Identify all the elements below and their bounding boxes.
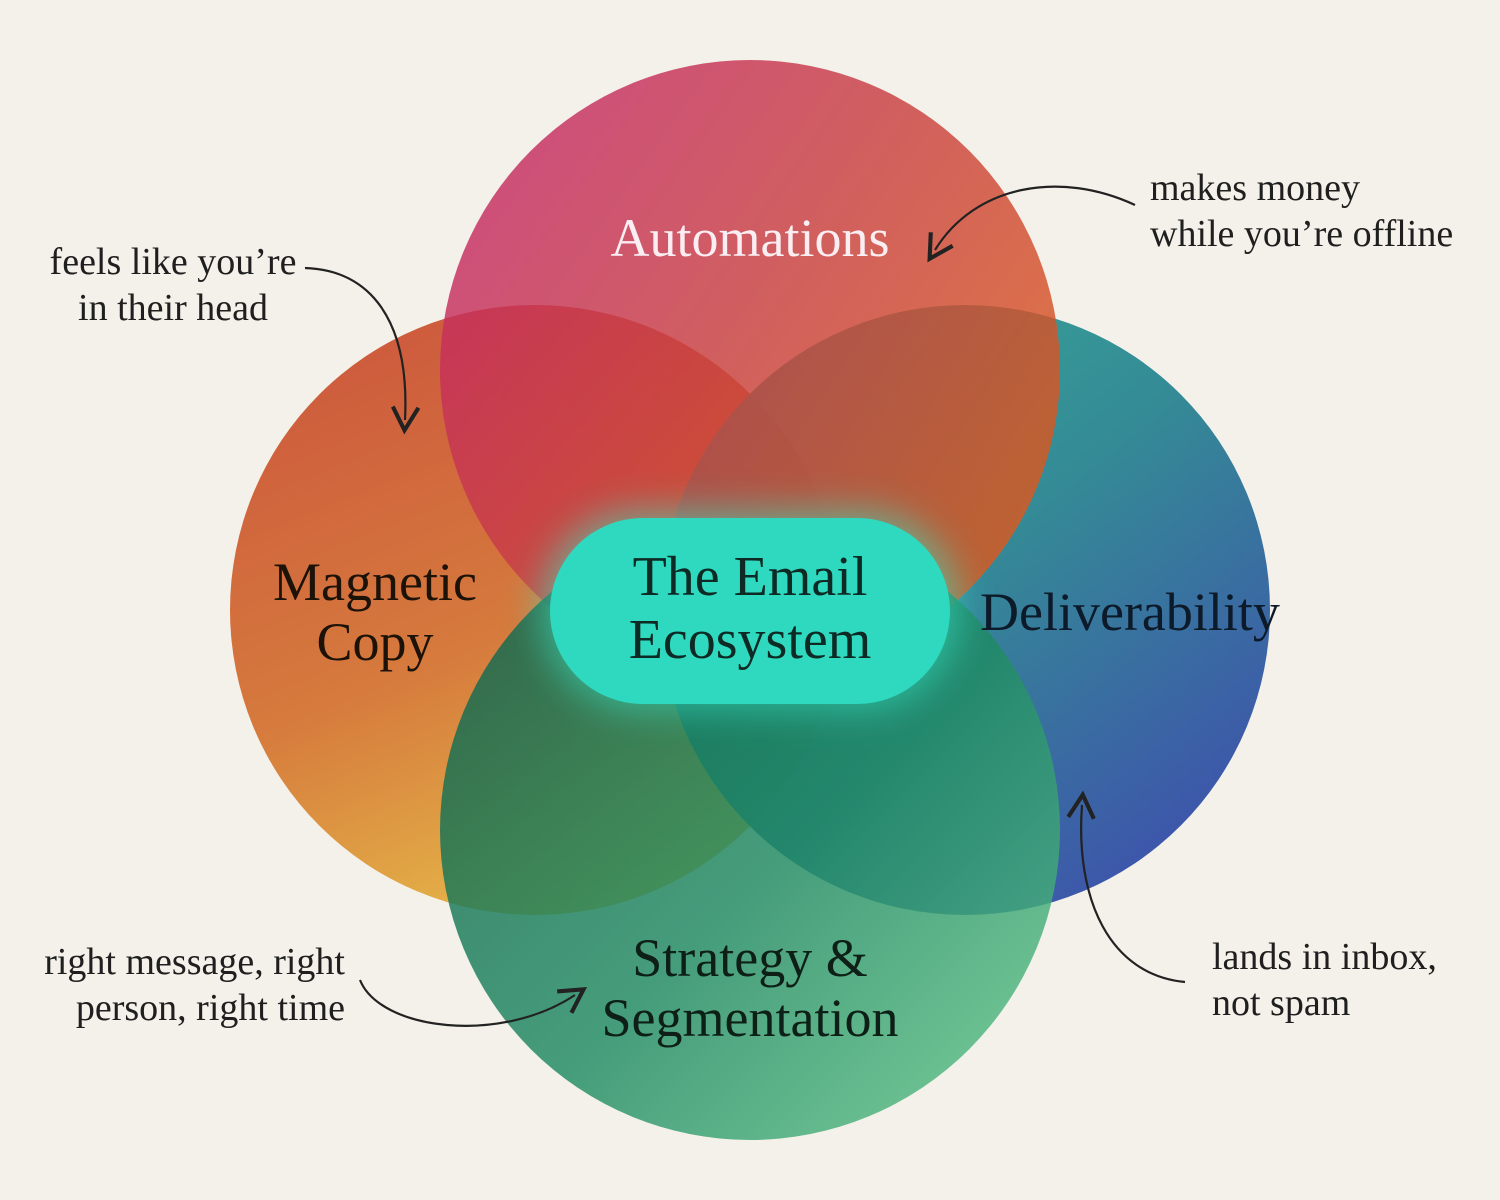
note-top-right: makes money while you’re offline: [1150, 167, 1454, 255]
center-label: The Email Ecosystem: [628, 546, 872, 671]
label-magnetic-copy: Magnetic Copy: [273, 552, 477, 673]
label-automations: Automations: [610, 208, 890, 268]
arrow-bottom-left: [358, 979, 588, 1027]
arrow-top-right: [927, 185, 1136, 263]
note-top-left: feels like you’re in their head: [49, 241, 297, 329]
label-deliverability: Deliverability: [980, 582, 1280, 642]
arrow-top-left: [304, 266, 421, 435]
note-bottom-left: right message, right person, right time: [44, 941, 345, 1029]
arrow-bottom-right: [1066, 790, 1186, 984]
center-pill: [550, 518, 950, 704]
label-strategy-segmentation: Strategy & Segmentation: [601, 928, 899, 1049]
note-bottom-right: lands in inbox, not spam: [1212, 936, 1437, 1024]
